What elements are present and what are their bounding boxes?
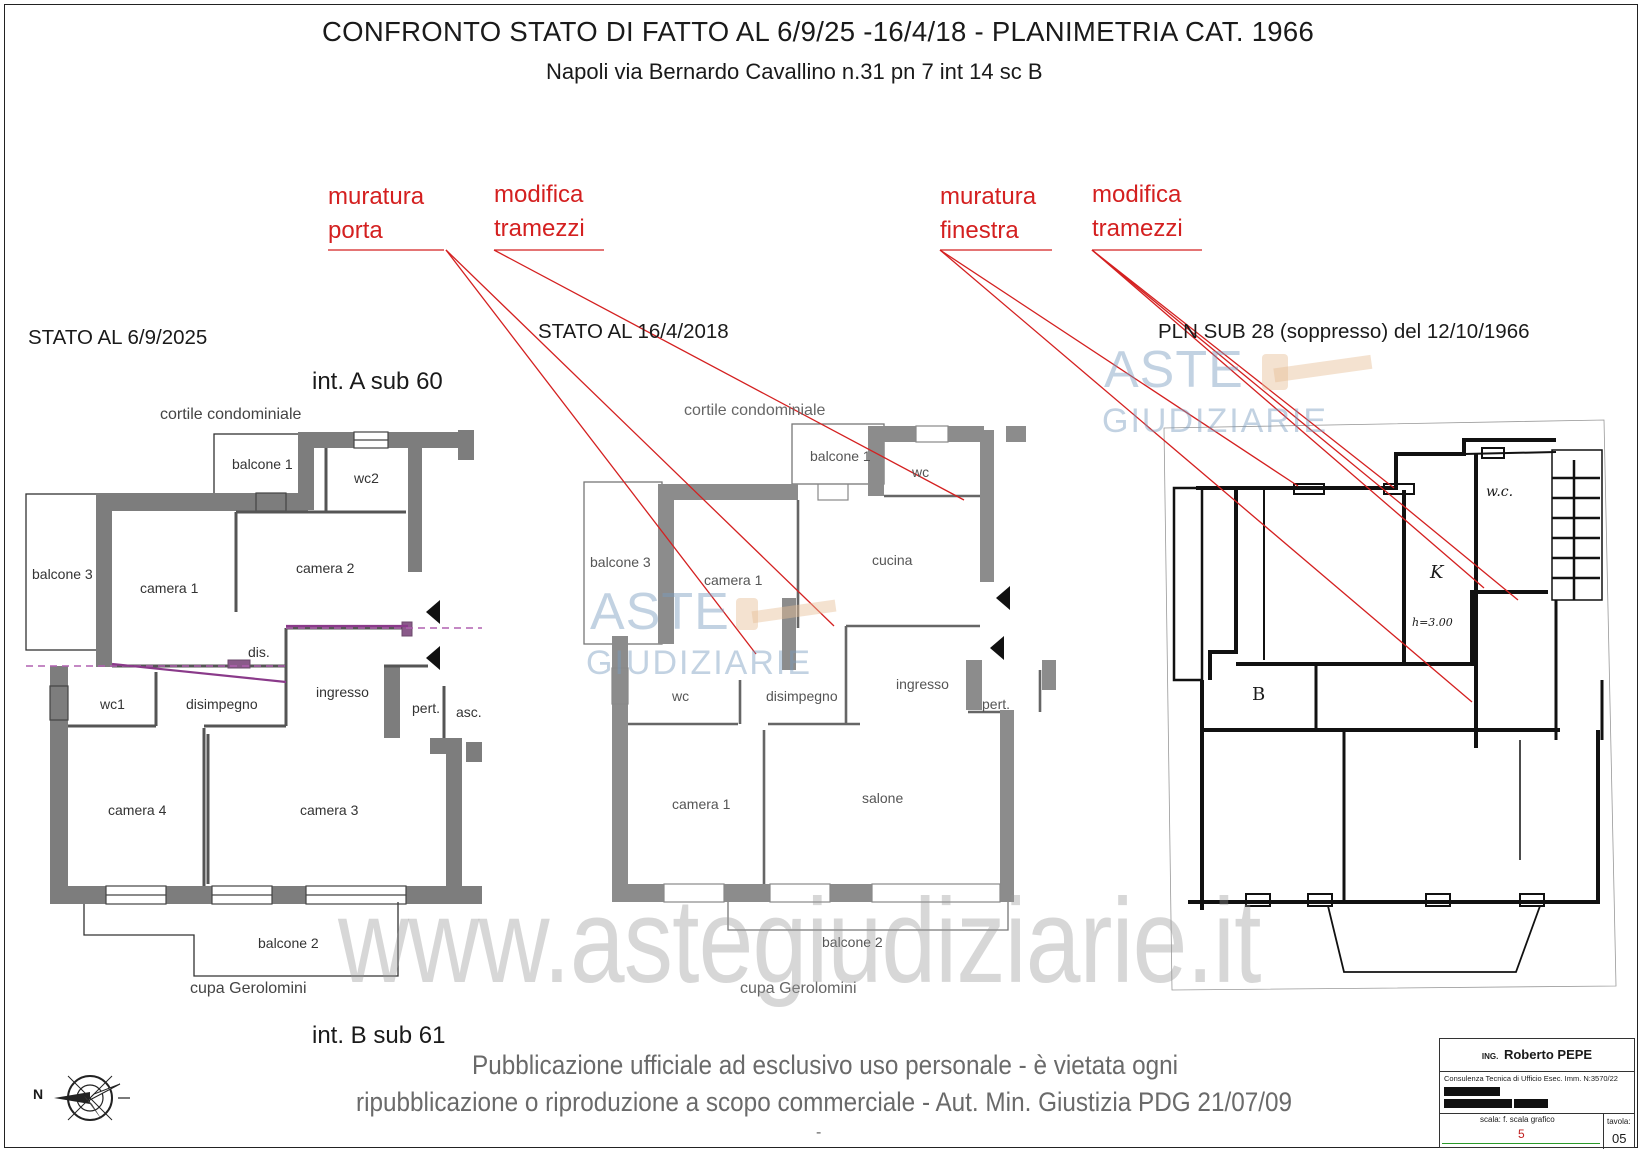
room-ingresso-2025: ingresso (316, 684, 369, 700)
plan-2018 (583, 423, 1056, 931)
room-wc-top-2018: wc (912, 464, 930, 480)
watermark-brand-sub-top-right: GIUDIZIARIE (1102, 402, 1329, 440)
room-camera4-2025: camera 4 (108, 802, 167, 818)
sheet-number: 05 (1612, 1131, 1627, 1146)
disclaimer-line1: Pubblicazione ufficiale ad esclusivo uso… (472, 1050, 1179, 1080)
disclaimer-line2: ripubblicazione o riproduzione a scopo c… (356, 1087, 1293, 1117)
redacted-block (1514, 1099, 1548, 1108)
mark-b-1966: B (1252, 684, 1266, 705)
street-label-2018: cupa Gerolomini (740, 980, 857, 997)
room-wc2-2025: wc2 (354, 470, 379, 486)
room-dis-2025: dis. (248, 644, 270, 660)
courtyard-label-2025: cortile condominiale (160, 406, 302, 423)
engineer-prefix: ING. (1481, 1052, 1499, 1061)
room-cucina-2018: cucina (872, 552, 913, 568)
annotation-muratura-finestra-line1: muratura (940, 183, 1037, 210)
room-salone-2018: salone (862, 790, 904, 806)
unit-a-label: int. A sub 60 (312, 368, 443, 395)
sheet-label: tavola: (1607, 1117, 1631, 1126)
section-title-1966: PLN SUB 28 (soppresso) del 12/10/1966 (1158, 320, 1530, 343)
room-balcone1-2018: balcone 1 (810, 448, 871, 464)
engineer-role: Consulenza Tecnica di Ufficio Esec. Imm.… (1444, 1074, 1618, 1083)
room-disimpegno-2018: disimpegno (766, 688, 838, 704)
watermark-brand-sub-middle: GIUDIZIARIE (586, 644, 813, 682)
room-balcone3-2018: balcone 3 (590, 554, 651, 570)
room-camera2-2025: camera 2 (296, 560, 355, 576)
mark-wc-1966: w.c. (1486, 484, 1514, 500)
room-camera3-2025: camera 3 (300, 802, 359, 818)
mark-height-1966: h=3.00 (1412, 616, 1453, 629)
scale-bar (1442, 1143, 1600, 1144)
balcone-2-outline (83, 902, 399, 977)
north-arrow-icon (54, 1075, 130, 1121)
annotation-modifica-tramezzi-left-line2: tramezzi (494, 215, 585, 242)
room-pert-2025: pert. (412, 700, 441, 716)
watermark-url: www.astegiudiziarie.it (338, 874, 1261, 1008)
room-camera1-2018: camera 1 (672, 796, 731, 812)
room-balcone3-2025: balcone 3 (32, 566, 93, 582)
room-disimpegno-2025: disimpegno (186, 696, 258, 712)
title-block-divider (1440, 1113, 1634, 1114)
watermark-brand-middle: ASTE (590, 583, 730, 641)
room-asc-2025: asc. (456, 704, 482, 720)
room-wc-2018: wc (672, 688, 690, 704)
annotation-muratura-finestra-line2: finestra (940, 217, 1019, 244)
annotation-muratura-porta-line2: porta (328, 217, 383, 244)
redacted-block (1444, 1087, 1500, 1096)
section-title-2025: STATO AL 6/9/2025 (28, 326, 208, 349)
room-balcone2-2025: balcone 2 (258, 935, 319, 951)
room-camera1-top-2018: camera 1 (704, 572, 763, 588)
room-ingresso-2018: ingresso (896, 676, 949, 692)
mark-k-1966: K (1430, 562, 1444, 583)
disclaimer-line3: - (816, 1124, 822, 1141)
annotation-leader-lines (328, 249, 1519, 703)
room-pert-2018: pert. (982, 696, 1011, 712)
north-label: N (33, 1086, 44, 1102)
scale-value: 5 (1518, 1127, 1525, 1141)
redacted-block (1444, 1099, 1512, 1108)
annotation-muratura-porta-line1: muratura (328, 183, 425, 210)
page-title: CONFRONTO STATO DI FATTO AL 6/9/25 -16/4… (322, 16, 1315, 47)
title-block-engineer-row: ING. Roberto PEPE (1440, 1039, 1634, 1072)
room-wc1-2025: wc1 (100, 696, 125, 712)
title-block: ING. Roberto PEPE Consulenza Tecnica di … (1439, 1038, 1635, 1149)
unit-b-label: int. B sub 61 (312, 1022, 446, 1049)
room-balcone1-2025: balcone 1 (232, 456, 293, 472)
title-block-divider (1603, 1113, 1604, 1149)
scale-label: scala: f. scala grafico (1480, 1115, 1555, 1124)
courtyard-label-2018: cortile condominiale (684, 402, 826, 419)
page-subtitle: Napoli via Bernardo Cavallino n.31 pn 7 … (546, 59, 1043, 84)
annotation-modifica-tramezzi-right-line1: modifica (1092, 181, 1182, 208)
watermark-brand-top-right: ASTE (1104, 341, 1244, 399)
plan-2025 (25, 430, 482, 977)
engineer-name: Roberto PEPE (1503, 1047, 1593, 1062)
street-label-2025: cupa Gerolomini (190, 980, 307, 997)
watermark-gavel-icon (736, 354, 1373, 630)
annotation-modifica-tramezzi-right-line2: tramezzi (1092, 215, 1183, 242)
annotation-modifica-tramezzi-left-line1: modifica (494, 181, 584, 208)
drawing-sheet-frame (4, 4, 1638, 1148)
room-balcone2-2018: balcone 2 (822, 934, 883, 950)
section-title-2018: STATO AL 16/4/2018 (538, 320, 729, 343)
room-camera1-2025: camera 1 (140, 580, 199, 596)
